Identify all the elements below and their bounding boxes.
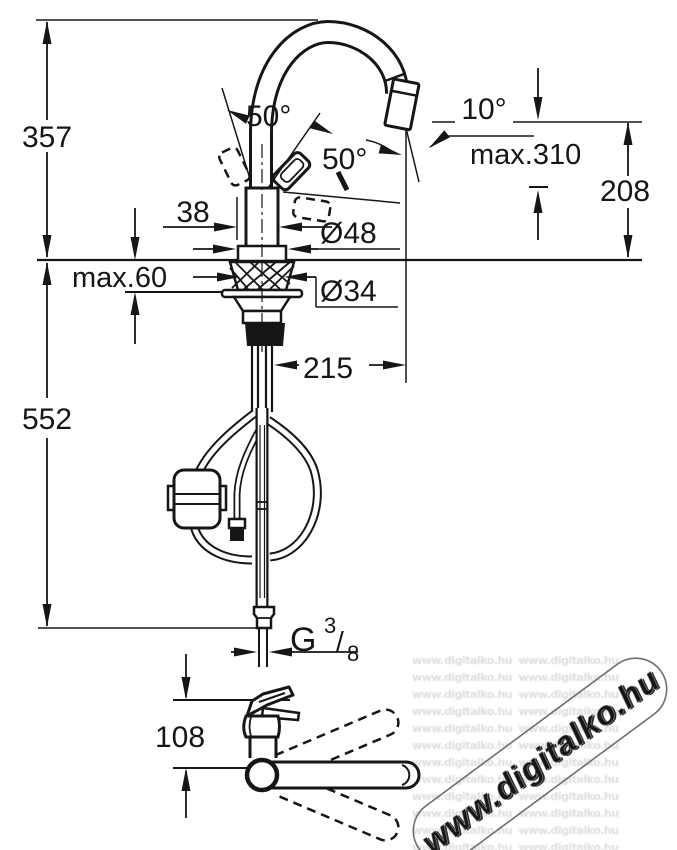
faint-watermark-tiles: www.digitalko.hu www.digitalko.hu www.di… [412, 654, 619, 850]
angle-annotations: 50° 50° [221, 87, 404, 204]
spout-arm [268, 760, 421, 790]
watermark-band [412, 657, 668, 850]
spout-swivel-down [274, 769, 400, 842]
dim-208-label: 208 [600, 175, 650, 208]
spray-angle-dimension: 10° max.310 [405, 68, 642, 383]
angle-50-left-label: 50° [246, 100, 291, 133]
faucet-body [236, 144, 288, 263]
max60-label: max.60 [72, 262, 167, 294]
handle-solid [271, 151, 312, 192]
dim-108-label: 108 [155, 721, 205, 754]
dimension-552: 552 [22, 262, 72, 627]
dimension-dia34: Ø34 [284, 272, 398, 308]
hose-middle-fitting [227, 517, 247, 530]
spout-tube [249, 19, 409, 196]
supply-hoses [166, 346, 322, 565]
dimension-dia48: Ø48 [193, 217, 400, 254]
thread-numerator: 3 [324, 613, 336, 638]
dim-38-label: 38 [176, 196, 209, 229]
thread-g38-dimension: G 3 / 8 [231, 613, 359, 666]
dia48-label: Ø48 [320, 217, 377, 250]
max310-label: max.310 [470, 139, 581, 171]
mounting-hardware [220, 260, 304, 352]
angle-50-right-label: 50° [322, 143, 367, 176]
mounting-nut [245, 323, 285, 346]
dim-552-label: 552 [22, 403, 72, 436]
handle-dashed-lower [291, 196, 332, 223]
dimension-208: 208 [600, 122, 650, 258]
side-view: 108 [155, 654, 421, 842]
handle-dashed-left [217, 146, 251, 187]
dia34-label: Ø34 [320, 275, 377, 308]
dim-357-label: 357 [22, 121, 72, 154]
thread-g-label: G [290, 621, 316, 659]
pullout-hose-tube [252, 408, 276, 667]
spout-swivel-up [274, 708, 400, 781]
dimension-max60: max.60 [72, 208, 240, 344]
hose-weight [166, 468, 228, 530]
dimension-38: 38 [163, 196, 332, 240]
angle-10-label: 10° [461, 93, 506, 126]
spout-pivot [244, 757, 280, 793]
dimension-215: 215 [274, 352, 406, 385]
spray-head [383, 77, 421, 132]
thread-denominator: 8 [347, 641, 359, 666]
dimension-357: 357 [22, 21, 72, 258]
reference-lines [36, 19, 642, 629]
dim-215-label: 215 [303, 352, 353, 385]
hatching [229, 261, 295, 290]
thread-slash: / [336, 626, 344, 657]
side-view-handle [242, 685, 301, 739]
watermark: www.digitalko.hu www.digitalko.hu [412, 657, 668, 850]
watermark-text: www.digitalko.hu [414, 660, 666, 850]
